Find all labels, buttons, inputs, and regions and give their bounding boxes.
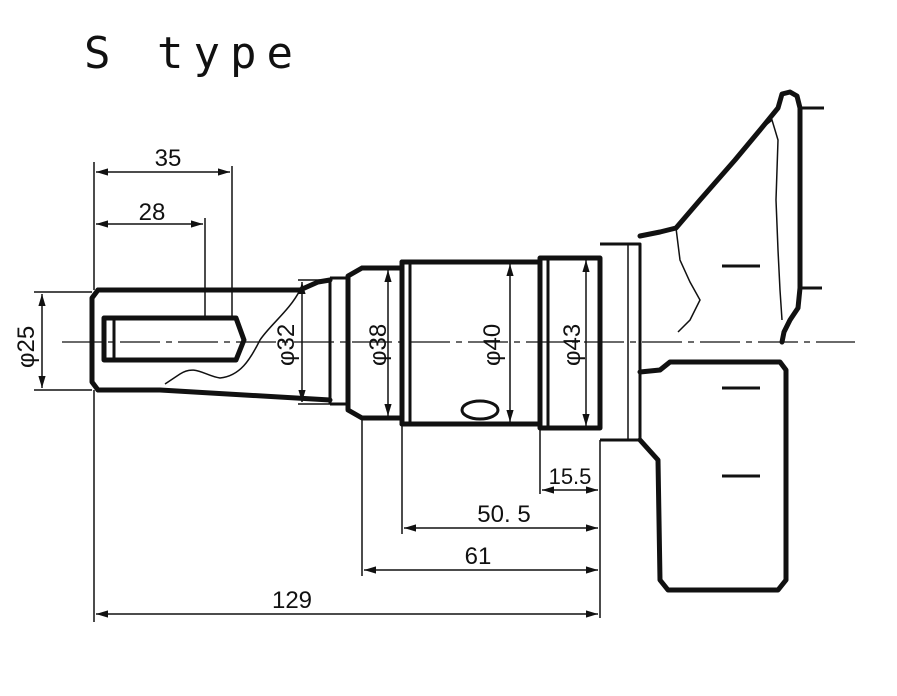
dim-label-dia-32: φ32 (273, 324, 300, 366)
dimension-129: 129 (93, 390, 598, 622)
dimension-35: 35 (93, 145, 233, 318)
dimension-dia-40: φ40 (479, 264, 514, 422)
dim-label-129: 129 (272, 587, 312, 614)
dimension-28: 28 (96, 199, 206, 318)
dim-label-dia-43: φ43 (559, 324, 586, 366)
dimension-dia-32: φ32 (273, 279, 330, 405)
dimension-61: 61 (361, 418, 598, 576)
dim-label-28: 28 (139, 199, 166, 226)
dimension-dia-38: φ38 (365, 270, 392, 416)
diagram-title: S type (84, 28, 303, 79)
dim-label-61: 61 (465, 543, 492, 570)
engine-housing (600, 89, 824, 593)
dim-label-35: 35 (155, 145, 182, 172)
shaft-body (89, 255, 603, 431)
dimension-dia-43: φ43 (559, 260, 590, 426)
dim-label-50-5: 50. 5 (477, 501, 530, 528)
dim-label-dia-38: φ38 (365, 324, 392, 366)
dim-label-dia-25: φ25 (13, 326, 40, 368)
dimension-50-5: 50. 5 (401, 424, 598, 534)
dim-label-dia-40: φ40 (479, 324, 506, 366)
dim-label-15-5: 15.5 (549, 464, 592, 489)
dimension-15-5: 15.5 (539, 428, 601, 618)
dimension-dia-25: φ25 (13, 291, 92, 391)
